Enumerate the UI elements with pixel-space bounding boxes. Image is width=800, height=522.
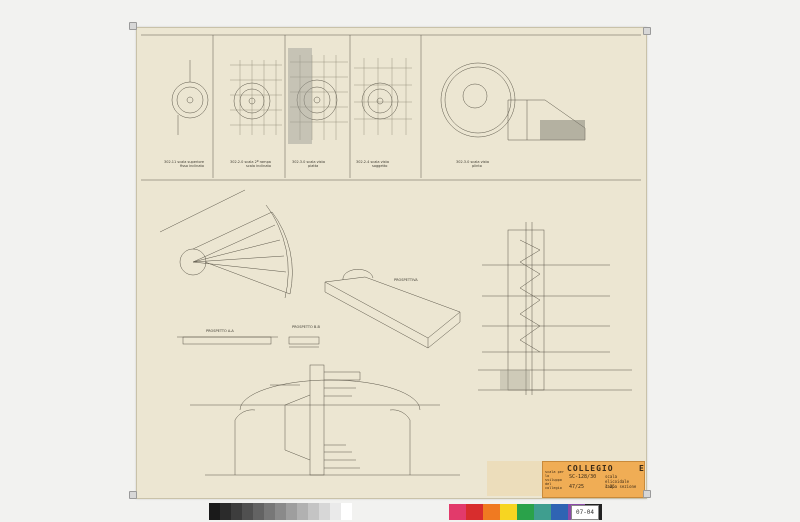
label-prospetto-ab: PROSPETTO A-A <box>206 329 234 333</box>
caption-code: 302.3.0 <box>292 160 306 164</box>
grayscale-swatch <box>231 503 242 520</box>
clip-top-left <box>129 22 137 30</box>
grayscale-swatch <box>220 503 231 520</box>
caption-line: soggetto <box>372 164 388 168</box>
clip-bottom-left <box>129 491 137 499</box>
color-swatch <box>449 504 466 520</box>
caption-code: 302.11 <box>164 160 177 164</box>
caption-line: fisso inclinato <box>180 164 205 168</box>
color-swatch <box>500 504 517 520</box>
grayscale-swatch <box>341 503 352 520</box>
caption-line: scala vista <box>370 160 389 164</box>
caption-line: scala superiore <box>177 160 204 164</box>
grayscale-swatch <box>286 503 297 520</box>
label-prospetto-bb: PROSPETTO B-B <box>292 325 320 329</box>
caption-plan-2: 302.2.0 scala 2ª rampa scala inclinato <box>230 160 271 168</box>
title-block-scale: 1:25 <box>605 484 615 489</box>
clip-bottom-right <box>643 490 651 498</box>
caption-line: scala vista <box>470 160 489 164</box>
title-block-line-b: rampa sezione <box>605 484 637 489</box>
color-swatch <box>551 504 568 520</box>
caption-code: 302.3.0 <box>456 160 470 164</box>
title-block: scala per lo sviluppo del collegio COLLE… <box>542 461 645 498</box>
grayscale-swatch <box>242 503 253 520</box>
color-swatch <box>466 504 483 520</box>
caption-plan-4: 302.2.4 scala vista soggetto <box>356 160 389 168</box>
caption-code: 302.2.4 <box>356 160 370 164</box>
color-swatch <box>483 504 500 520</box>
grayscale-swatch <box>264 503 275 520</box>
drawing-sheet <box>136 27 647 499</box>
caption-line: scala inclinato <box>246 164 272 168</box>
caption-code: 302.2.0 <box>230 160 244 164</box>
title-block-code: SC-128/30 <box>569 474 597 480</box>
caption-plan-5: 302.3.0 scala vista plinto <box>456 160 489 168</box>
caption-plan-1: 302.11 scala superiore fisso inclinato <box>164 160 204 168</box>
title-block-letter: E <box>639 464 644 473</box>
caption-line: scala vista <box>306 160 325 164</box>
caption-plan-3: 302.3.0 scala vista piatta <box>292 160 325 168</box>
grayscale-swatch <box>319 503 330 520</box>
title-block-description: scala elicoidale rampa sezione <box>605 474 641 489</box>
color-swatch <box>517 504 534 520</box>
caption-line: plinto <box>472 164 482 168</box>
title-block-line-a: scala elicoidale <box>605 474 630 484</box>
grayscale-swatch <box>297 503 308 520</box>
label-prospettiva: PROSPETTIVA <box>394 278 418 282</box>
clip-top-right <box>643 27 651 35</box>
title-block-sheet-no: 47/25 <box>569 484 585 490</box>
grayscale-swatch <box>308 503 319 520</box>
grayscale-swatch <box>275 503 286 520</box>
title-block-background <box>487 461 543 496</box>
caption-line: piatta <box>308 164 319 168</box>
reference-tag: 07-04 <box>571 505 599 520</box>
title-block-note: scala per lo sviluppo del collegio <box>545 470 564 490</box>
grayscale-swatch <box>253 503 264 520</box>
caption-line: scala 2ª rampa <box>244 160 271 164</box>
color-swatch <box>534 504 551 520</box>
grayscale-calibration-strip <box>209 503 352 520</box>
grayscale-swatch <box>209 503 220 520</box>
grayscale-swatch <box>330 503 341 520</box>
title-block-title: COLLEGIO <box>567 464 614 473</box>
